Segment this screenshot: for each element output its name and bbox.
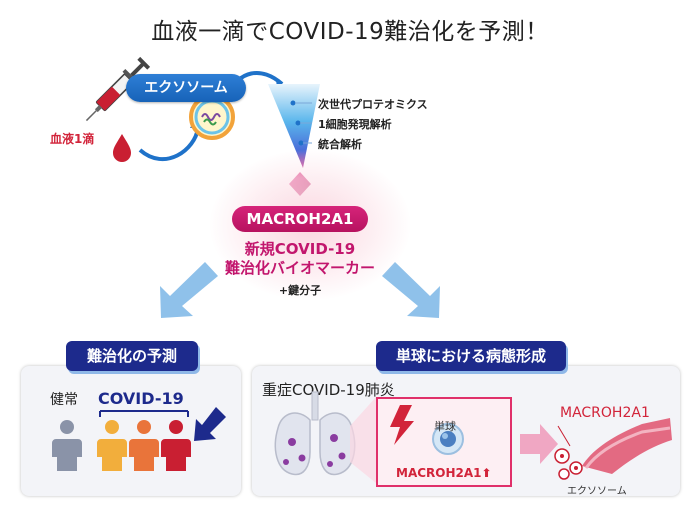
analysis-funnel (268, 84, 320, 168)
macroh2a1-right-label: MACROH2A1 (560, 405, 650, 421)
monocyte-label: 単球 (434, 420, 456, 433)
lungs-icon (274, 391, 356, 476)
biomarker-line1: 新規COVID-19 (244, 240, 356, 258)
blood-drop-icon (113, 134, 131, 162)
arrow-to-left-panel (160, 262, 218, 318)
blood-drop-label: 血液1滴 (50, 132, 95, 146)
syringe-icon (85, 56, 151, 122)
exosome-small-label: エクソソーム (567, 486, 627, 497)
monocyte-graphics (390, 405, 464, 455)
exosome-label-pill: エクソソーム (126, 74, 246, 102)
prediction-panel-header: 難治化の予測 (66, 341, 198, 371)
severe-pneumonia-label: 重症COVID-19肺炎 (262, 381, 395, 399)
lightning-icon (390, 405, 414, 445)
covid-label: COVID-19 (98, 389, 184, 408)
pathogenesis-graphics (274, 391, 672, 483)
healthy-person-icon (52, 420, 82, 471)
severe-patient-icon (161, 420, 191, 471)
arrow-to-right-panel (382, 262, 440, 318)
macroh2a1-up-label: MACROH2A1⬆ (396, 466, 492, 480)
people-figures (52, 407, 226, 471)
healthy-label: 健常 (50, 392, 78, 408)
key-molecule-label: +鍵分子 (278, 284, 322, 297)
biomarker-line2: 難治化バイオマーカー (224, 259, 375, 277)
pointer-arrow-icon (194, 407, 226, 441)
biomarker-description: 新規COVID-19 難治化バイオマーカー (180, 240, 420, 278)
biomarker-name-pill: MACROH2A1 (232, 206, 368, 232)
analysis-proteomics: 次世代プロテオミクス (318, 98, 428, 111)
monocyte-cell-icon (432, 423, 464, 455)
process-arrow (520, 424, 558, 464)
exosome-dots-icon (554, 425, 583, 480)
top-graphics (85, 56, 440, 318)
analysis-integrated: 統合解析 (318, 138, 362, 151)
exosome-particle-icon (189, 94, 235, 140)
up-arrow-icon: ⬆ (481, 466, 492, 480)
analysis-single-cell: 1細胞発現解析 (318, 118, 392, 131)
blood-vessel-icon (582, 418, 672, 474)
pathogenesis-panel-header: 単球における病態形成 (376, 341, 566, 371)
arrow-blood-to-exosome (138, 127, 200, 162)
patient-person-icon (129, 420, 159, 471)
page-title: 血液一滴でCOVID-19難治化を予測！ (151, 19, 549, 45)
patient-person-icon (97, 420, 127, 471)
